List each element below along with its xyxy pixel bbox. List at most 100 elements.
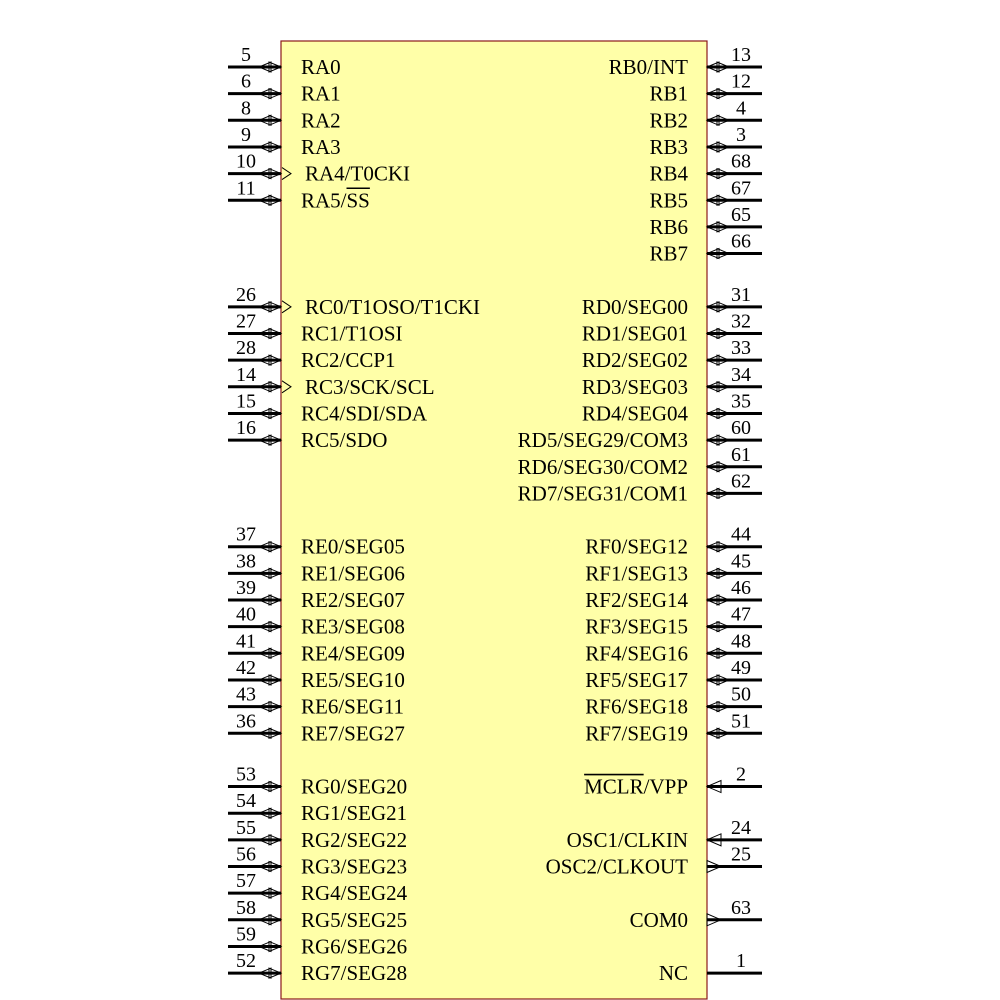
output-arrow-icon	[716, 620, 731, 633]
output-arrow-icon	[257, 381, 272, 393]
output-arrow-icon	[257, 594, 272, 606]
output-arrow-icon	[716, 301, 731, 313]
pin-number: 15	[236, 390, 256, 412]
clock-chevron-icon	[281, 300, 292, 314]
output-arrow-icon	[716, 247, 731, 260]
input-arrow-icon	[268, 860, 283, 873]
pin-number: 16	[236, 417, 256, 439]
pin-number: 48	[731, 630, 751, 652]
input-arrow-icon	[268, 674, 283, 686]
pin-number: 3	[736, 124, 746, 146]
input-arrow-icon	[705, 620, 720, 633]
input-arrow-icon	[705, 487, 720, 500]
output-arrow-icon	[716, 434, 731, 446]
pin-number: 2	[736, 764, 746, 786]
output-arrow-icon	[716, 141, 731, 153]
pin-name-rc3-sck-scl: RC3/SCK/SCL	[305, 375, 435, 399]
pin-name-rd5-seg29-com3: RD5/SEG29/COM3	[518, 428, 688, 452]
pin-name-re4-seg09: RE4/SEG09	[301, 641, 405, 665]
pin-number: 33	[731, 337, 751, 359]
output-arrow-icon	[257, 114, 272, 127]
pin-name-rg1-seg21: RG1/SEG21	[301, 801, 407, 825]
output-arrow-icon	[257, 647, 272, 660]
pin-number: 6	[241, 71, 251, 93]
output-arrow-icon	[716, 700, 731, 713]
input-arrow-icon	[705, 540, 720, 553]
input-arrow-icon	[268, 327, 283, 340]
pin-number: 9	[241, 124, 251, 146]
pin-number: 51	[731, 710, 751, 732]
pin-number: 14	[236, 364, 256, 386]
pin-number: 42	[236, 657, 256, 679]
output-arrow-icon	[257, 301, 272, 313]
output-arrow-icon	[257, 700, 272, 713]
pin-number: 47	[731, 604, 751, 626]
output-arrow-icon	[257, 727, 272, 739]
input-arrow-icon	[705, 221, 720, 233]
input-arrow-icon	[268, 594, 283, 606]
input-arrow-icon	[705, 461, 720, 473]
output-arrow-icon	[257, 354, 272, 366]
input-arrow-icon	[705, 833, 722, 847]
pin-name-rf3-seg15: RF3/SEG15	[585, 615, 688, 639]
pin-number: 67	[731, 177, 751, 199]
pin-number: 13	[731, 44, 751, 66]
output-arrow-icon	[716, 540, 731, 553]
output-arrow-icon	[257, 87, 272, 100]
pin-number: 54	[236, 790, 256, 812]
input-arrow-icon	[268, 167, 283, 180]
input-arrow-icon	[268, 940, 283, 953]
pin-number: 49	[731, 657, 751, 679]
pin-name-re7-seg27: RE7/SEG27	[301, 721, 405, 745]
pin-66: RB7 66	[649, 231, 762, 266]
pin-name-rb7: RB7	[649, 242, 688, 266]
pin-number: 66	[731, 231, 751, 253]
pin-number: 59	[236, 923, 256, 945]
left-pin-group: RA05RA16RA28RA39RA4/T0CKI10RA5/SS11RC0/T…	[228, 44, 480, 985]
pin-name-ra1: RA1	[301, 82, 341, 106]
input-arrow-icon	[705, 247, 720, 260]
output-arrow-icon	[716, 327, 731, 340]
input-arrow-icon	[705, 61, 720, 73]
pin-name-rg3-seg23: RG3/SEG23	[301, 855, 407, 879]
input-arrow-icon	[268, 567, 283, 580]
output-arrow-icon	[257, 141, 272, 153]
input-arrow-icon	[705, 114, 720, 127]
input-arrow-icon	[705, 381, 720, 393]
pin-number: 55	[236, 817, 256, 839]
output-arrow-icon	[716, 354, 731, 366]
output-arrow-icon	[257, 620, 272, 633]
pin-name-rd4-seg04: RD4/SEG04	[582, 401, 689, 425]
input-arrow-icon	[705, 594, 720, 606]
pin-41: RE4/SEG09 41	[228, 630, 405, 665]
input-arrow-icon	[705, 674, 720, 686]
output-arrow-icon	[716, 727, 731, 739]
pin-number: 41	[236, 630, 256, 652]
output-arrow-icon	[716, 567, 731, 580]
pin-name-rc5-sdo: RC5/SDO	[301, 428, 387, 452]
output-arrow-icon	[716, 487, 731, 500]
pin-number: 32	[731, 311, 751, 333]
pin-name-rd1-seg01: RD1/SEG01	[582, 322, 688, 346]
output-arrow-icon	[257, 887, 272, 899]
